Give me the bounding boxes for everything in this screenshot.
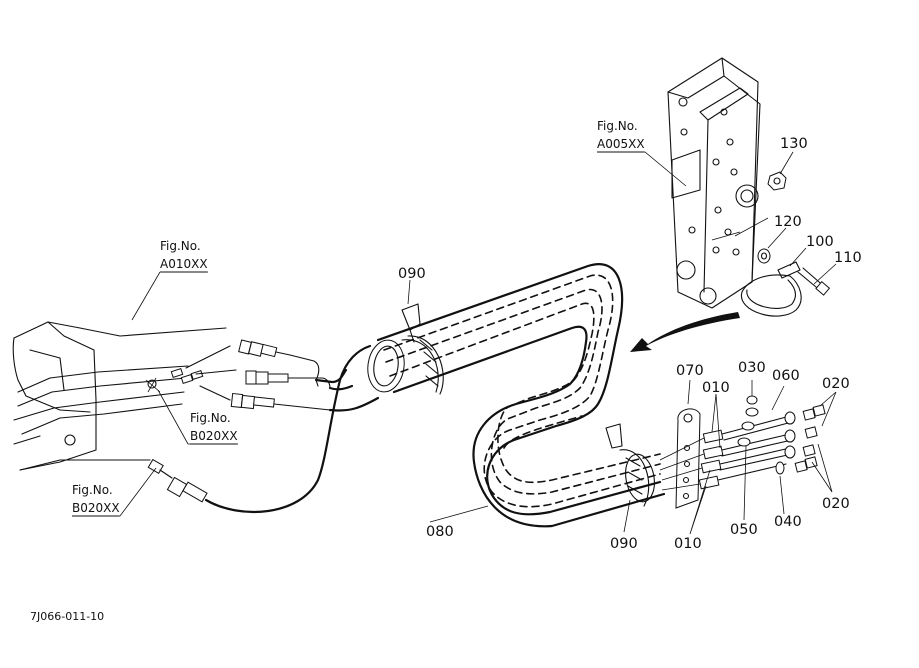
callout-070[interactable]: 070 — [676, 363, 704, 379]
nut-130 — [767, 171, 787, 191]
fig-ref-a010[interactable]: Fig.No. A010XX — [160, 239, 208, 273]
fig-ref-b020-upper-label: Fig.No. — [190, 411, 231, 425]
hose-adapters-010 — [659, 429, 724, 491]
bolt-110 — [797, 267, 831, 296]
callout-120[interactable]: 120 — [774, 214, 802, 230]
coupler-middle — [245, 370, 331, 389]
fig-ref-b020-lower[interactable]: Fig.No. B020XX — [72, 483, 120, 517]
fig-ref-a005-code: A005XX — [597, 137, 645, 151]
hose-bundle-080 — [376, 263, 666, 528]
hose-nipples-020 — [794, 404, 826, 473]
callout-010-lower[interactable]: 010 — [674, 536, 702, 552]
pipe-clamp-100 — [741, 261, 802, 317]
boom-bracket-drawing — [667, 57, 769, 309]
callout-090-lower[interactable]: 090 — [610, 536, 638, 552]
callout-030[interactable]: 030 — [738, 360, 766, 376]
callout-010-upper[interactable]: 010 — [702, 380, 730, 396]
lower-hose-fitting — [147, 344, 372, 514]
coupler-bottom — [230, 392, 331, 411]
callout-130[interactable]: 130 — [780, 136, 808, 152]
fig-ref-b020-upper[interactable]: Fig.No. B020XX — [190, 411, 238, 445]
collar-120 — [757, 248, 771, 264]
callout-060[interactable]: 060 — [772, 368, 800, 384]
pointer-arrow — [630, 312, 740, 352]
hose-connectors — [314, 368, 380, 412]
coupler-top — [238, 339, 320, 387]
boom-arm-drawing — [12, 321, 227, 471]
hose-band-090-lower — [605, 423, 655, 507]
fig-ref-a010-label: Fig.No. — [160, 239, 201, 253]
callout-020-lower[interactable]: 020 — [822, 496, 850, 512]
fig-ref-a010-code: A010XX — [160, 257, 208, 271]
callout-020-upper[interactable]: 020 — [822, 376, 850, 392]
callout-050[interactable]: 050 — [730, 522, 758, 538]
fig-ref-a005-label: Fig.No. — [597, 119, 638, 133]
drawing-code: 7J066-011-10 — [30, 610, 104, 623]
callout-040[interactable]: 040 — [774, 514, 802, 530]
fig-ref-a005[interactable]: Fig.No. A005XX — [597, 119, 645, 153]
boom-fittings — [170, 345, 237, 401]
fig-ref-b020-lower-label: Fig.No. — [72, 483, 113, 497]
hose-band-090-upper — [367, 303, 444, 395]
callout-080[interactable]: 080 — [426, 524, 454, 540]
adapter-plate-070 — [675, 408, 701, 509]
fig-ref-b020-upper-code: B020XX — [190, 429, 238, 443]
tube-pipes-050-060 — [717, 395, 796, 481]
fig-ref-b020-lower-code: B020XX — [72, 501, 120, 515]
callout-110[interactable]: 110 — [834, 250, 862, 266]
callout-100[interactable]: 100 — [806, 234, 834, 250]
callout-090-upper[interactable]: 090 — [398, 266, 426, 282]
